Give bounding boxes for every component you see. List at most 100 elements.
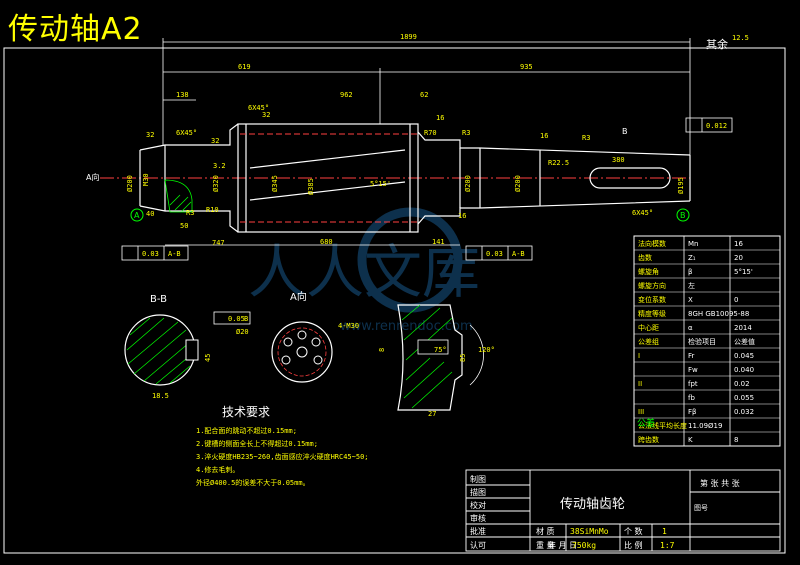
tb-part-name: 传动轴齿轮: [560, 497, 625, 512]
gear-table-cell: 检验项目: [688, 337, 716, 346]
dim-50: 50: [180, 222, 188, 230]
tech-req-5: 外径Ø400.5的误差不大于0.05mm。: [196, 478, 310, 487]
bb-dim45: 45: [204, 354, 212, 362]
bb-tol: 0.05: [228, 315, 245, 323]
watermark: 人人文库 www.renrendoc.com: [248, 207, 480, 334]
gear-table-cell: Z₁: [688, 254, 696, 262]
tooth-dim85: 85: [459, 354, 467, 362]
left-hatch: [164, 179, 193, 213]
tech-req-4: 4.修去毛刺。: [196, 465, 239, 474]
dim-phi320: Ø320: [212, 175, 220, 192]
datum-b: B: [680, 211, 686, 220]
gear-table-cell: I: [638, 352, 640, 360]
gear-table-cell: 0: [734, 296, 738, 304]
dim-680: 680: [320, 238, 333, 246]
dim-380: 380: [612, 156, 625, 164]
a-direction: A向: [86, 172, 99, 182]
gear-left-label: 公差: [637, 417, 655, 429]
tb-drawing-no: 图号: [694, 504, 708, 512]
dim-phi385: Ø385: [307, 178, 315, 195]
gear-table-cell: 齿数: [638, 253, 652, 262]
gear-table-cell: 0.045: [734, 352, 754, 360]
bb-dim185: 18.5: [152, 392, 169, 400]
datum-markers: [130, 208, 690, 222]
dim-r3a: R3: [462, 129, 470, 137]
gear-table-cell: fpt: [688, 380, 698, 388]
a-view-label: A向: [290, 290, 307, 303]
dim-chamfer-a: 6X45°: [176, 129, 197, 137]
tooth-dim120: 120°: [478, 346, 495, 354]
tb-weight-label: 重 量: [536, 540, 555, 550]
dim-r70: R70: [424, 129, 437, 137]
tech-req-2: 2.键槽的侧面全长上不得超过0.15mm;: [196, 439, 318, 448]
dim-phi200a: Ø200: [126, 175, 134, 192]
gear-table-cell: 8: [734, 436, 738, 444]
shaft-outline: [139, 123, 691, 233]
watermark-text: 人人文库: [248, 238, 480, 306]
tolerance-frames: [121, 117, 733, 261]
tol-b: 0.03: [486, 250, 503, 258]
sheet-frame: [3, 47, 786, 554]
gear-table-cell: 0.02: [734, 380, 750, 388]
tb-material-label: 材 质: [536, 526, 555, 536]
tol-mid: 0.012: [706, 122, 727, 130]
gear-table-cell: 11.09Ø19: [688, 422, 722, 430]
gear-table-cell: 20: [734, 254, 743, 262]
roughness-note: 其余: [706, 37, 728, 51]
dim-phi195: Ø195: [677, 177, 685, 194]
gear-table-cell: 左: [688, 281, 695, 290]
gear-table-cell: X: [688, 296, 693, 304]
dim-141: 141: [432, 238, 445, 246]
gear-table-cell: 公差值: [734, 337, 755, 346]
rough-16c: 16: [458, 212, 466, 220]
tb-weight: 750kg: [572, 541, 596, 550]
gear-table-cell: 中心距: [638, 323, 659, 332]
tb-count-label: 个 数: [624, 526, 643, 536]
gear-table-cell: 0.032: [734, 408, 754, 416]
dim-962: 962: [340, 91, 353, 99]
tb-sheet: 第 张 共 张: [700, 478, 740, 488]
tooth-dim8: 8: [378, 348, 386, 352]
tb-row-2: 校对: [470, 500, 486, 510]
rough-16b: 16: [540, 132, 548, 140]
gear-table-cell: β: [688, 268, 692, 276]
gear-table-cell: 8GH GB10095-88: [688, 310, 749, 318]
gear-table-cell: 法向模数: [638, 239, 666, 248]
tech-req-heading: 技术要求: [222, 405, 270, 419]
dim-935: 935: [520, 63, 533, 71]
b-mark: B: [622, 127, 628, 136]
gear-table-cell: Fr: [688, 352, 695, 360]
tol-datum-b: A-B: [512, 250, 525, 258]
rough-3-2: 3.2: [213, 162, 226, 170]
gear-table-cell: Mn: [688, 240, 698, 248]
tb-row-4: 批准: [470, 526, 486, 536]
tb-scale-label: 比 例: [624, 540, 643, 550]
datum-a: A: [134, 211, 140, 220]
bb-tol-ref: B: [244, 315, 248, 323]
title-block: [465, 469, 781, 552]
dim-chamfer-c: 6X45°: [632, 209, 653, 217]
dimension-lines: [162, 38, 691, 246]
dim-r3c: R3: [186, 209, 194, 217]
gear-table-cell: 公法线平均长度: [638, 421, 687, 430]
rough-16a: 16: [436, 114, 444, 122]
tol-datum-a: A-B: [168, 250, 181, 258]
dim-total: 1899: [400, 33, 417, 41]
gear-table-cell: 跨齿数: [638, 435, 659, 444]
dim-40: 40: [146, 210, 154, 218]
dim-138: 138: [176, 91, 189, 99]
dim-62: 62: [420, 91, 428, 99]
gear-table-cell: K: [688, 436, 693, 444]
gear-table-cell: III: [638, 408, 644, 416]
dim-phi200c: Ø200: [514, 175, 522, 192]
tb-confirm: 认可: [470, 540, 486, 550]
gear-table-cell: Fβ: [688, 408, 697, 416]
tb-scale: 1:7: [660, 541, 675, 550]
gear-table-cell: 精度等级: [638, 309, 666, 318]
tooth-dim75: 75°: [434, 346, 447, 354]
a-view: [271, 321, 333, 383]
dim-chamfer-b: 6X45°: [248, 104, 269, 112]
tb-material: 38SiMnMo: [570, 527, 609, 536]
gear-table-cell: 5°15': [734, 268, 753, 276]
